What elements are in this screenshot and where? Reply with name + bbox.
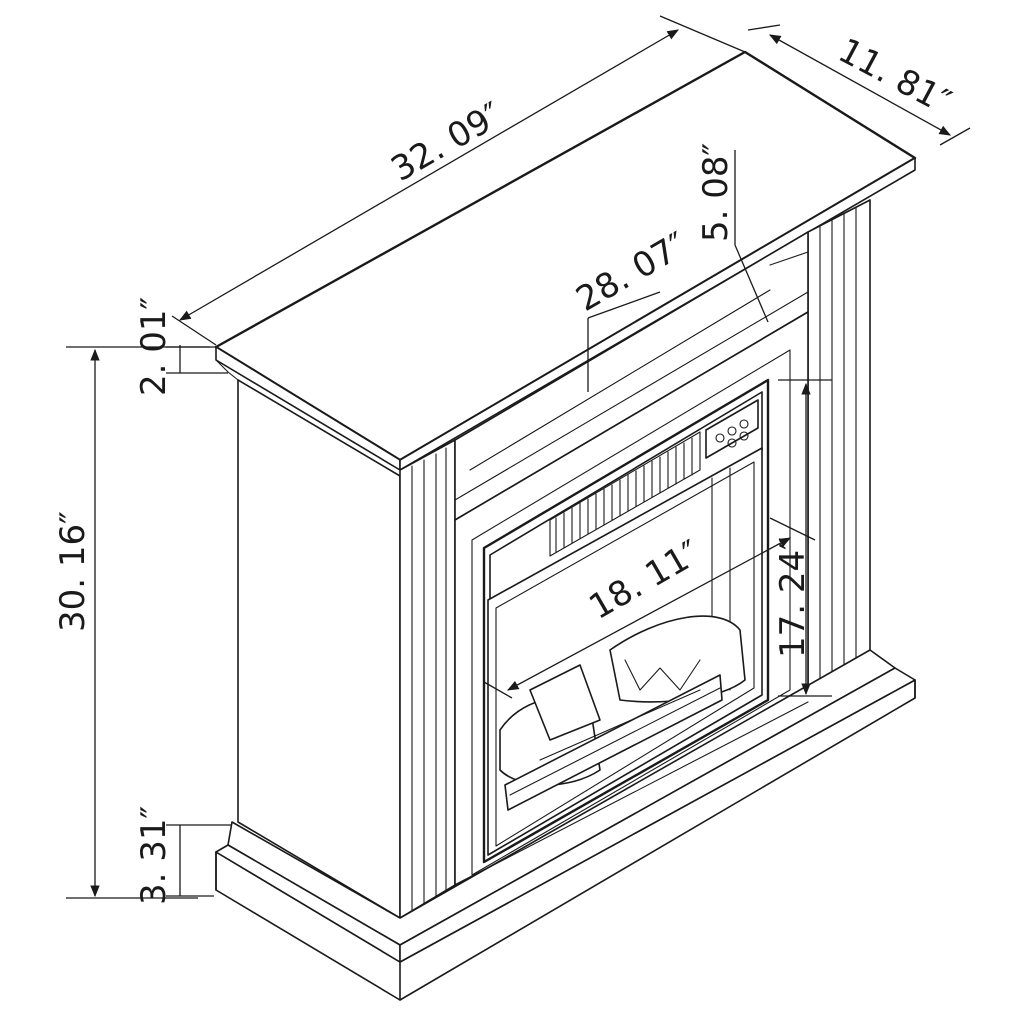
dimension-base-height: 3. 31″ (134, 806, 232, 905)
dimension-inner-opening-depth: 5. 08″ (696, 143, 769, 323)
overall-height-label: 30. 16″ (53, 511, 93, 632)
overall-depth-label: 11. 81″ (832, 31, 957, 123)
overall-width-label: 32. 09″ (385, 95, 510, 190)
inner-opening-depth-label: 5. 08″ (696, 143, 736, 242)
right-fluted-pilaster (807, 199, 871, 703)
dimension-overall-height: 30. 16″ (53, 346, 210, 899)
base-plinth (215, 649, 916, 1001)
top-thickness-label: 2. 01″ (134, 297, 174, 396)
heater-vent-slats (555, 437, 693, 553)
left-fluted-pilaster (399, 439, 456, 919)
base-height-label: 3. 31″ (134, 806, 174, 905)
dimension-top-thickness: 2. 01″ (134, 297, 228, 396)
dimension-firebox-height: 17. 24″ (773, 379, 832, 697)
firebox-height-label: 17. 24″ (773, 537, 813, 658)
control-panel-icon (705, 399, 759, 459)
